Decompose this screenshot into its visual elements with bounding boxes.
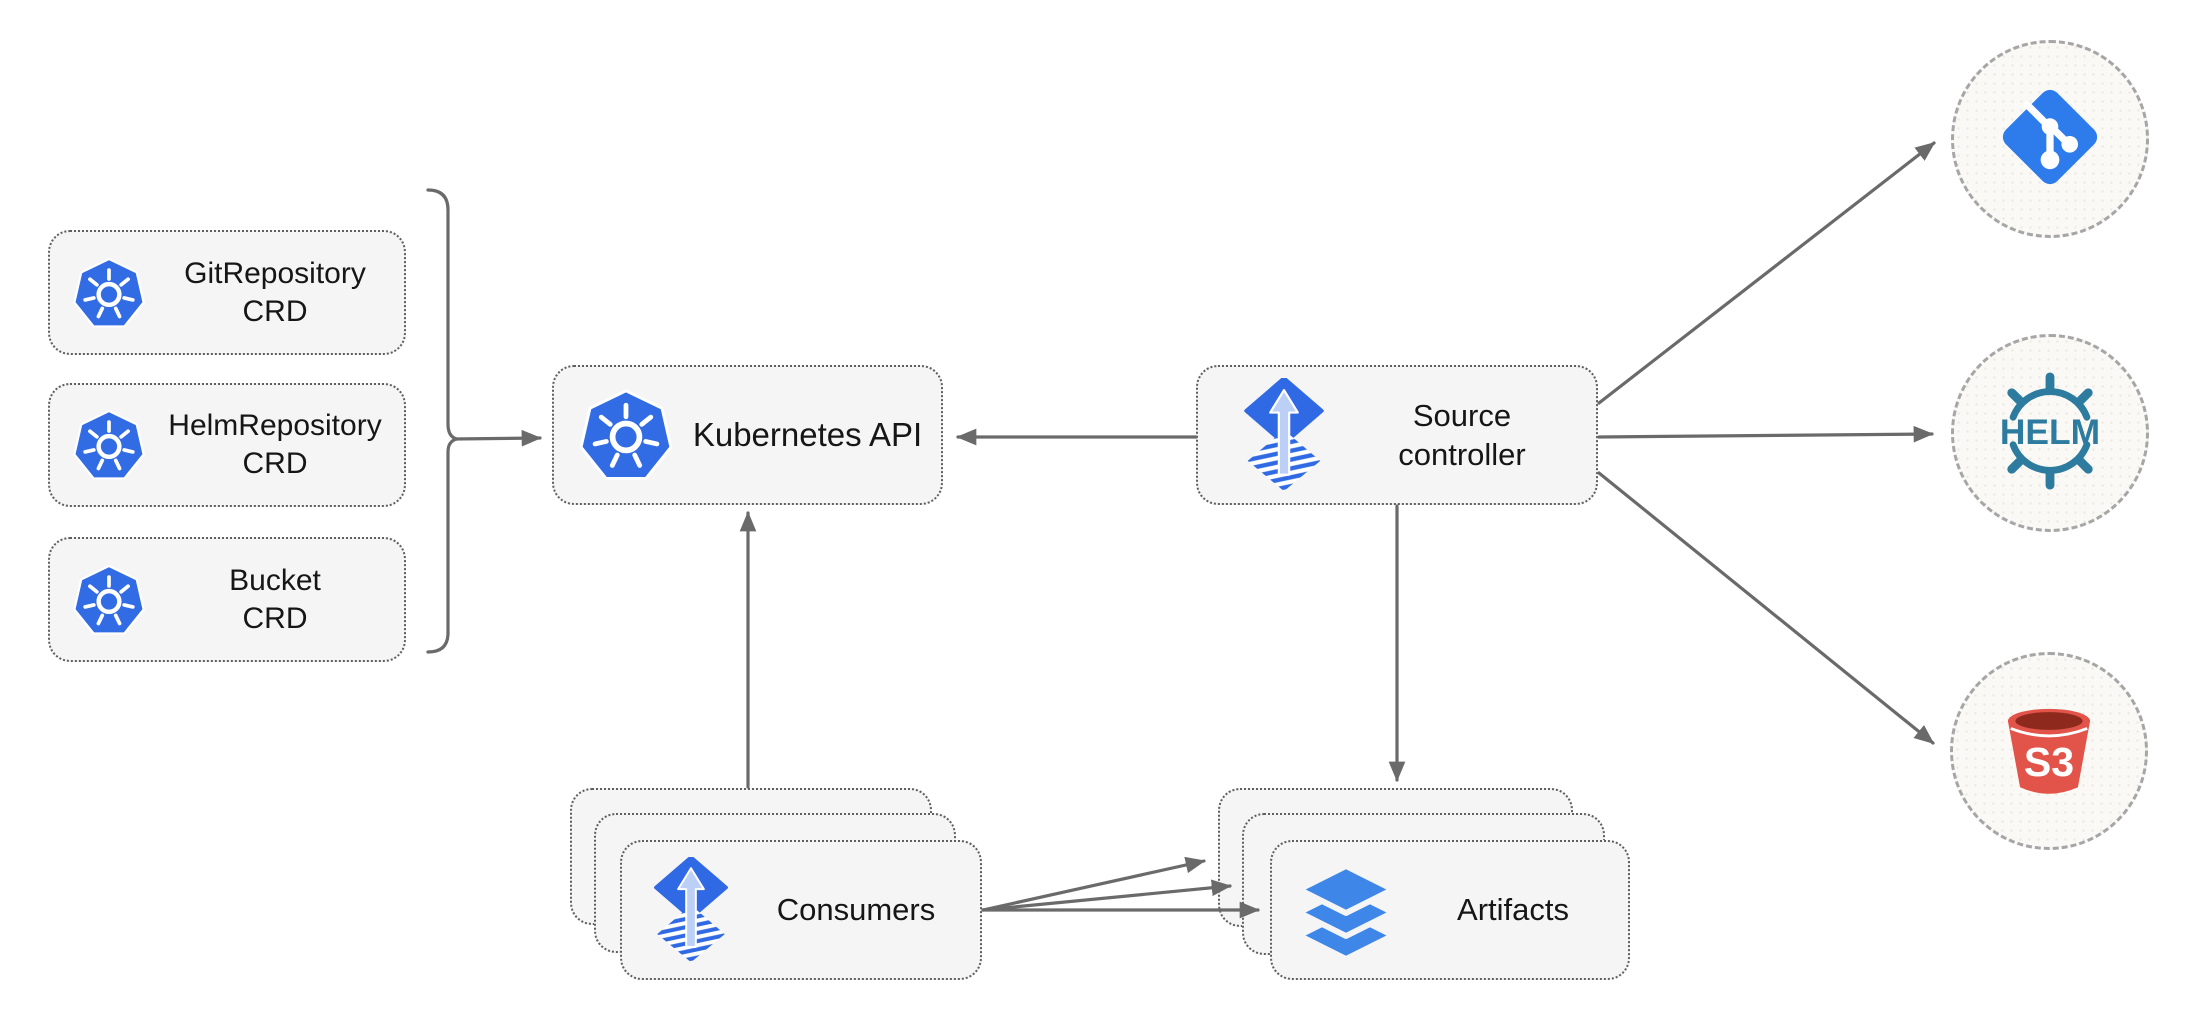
external-git-circle: [1951, 40, 2149, 238]
node-consumers: Consumers: [620, 840, 982, 980]
node-gitrepository-crd: GitRepository CRD: [48, 230, 406, 355]
s3-bucket-icon: S3: [1993, 693, 2105, 810]
s3-logo-text: S3: [2024, 739, 2074, 785]
node-source-controller: Source controller: [1196, 365, 1598, 505]
flux-icon: [650, 857, 732, 963]
gitrepository-crd-label: GitRepository CRD: [184, 256, 366, 328]
flux-icon: [1240, 378, 1328, 492]
stack-consumers: Consumers: [570, 788, 982, 980]
kubernetes-wheel-icon: [72, 563, 146, 637]
artifacts-label: Artifacts: [1457, 892, 1569, 928]
node-kubernetes-api: Kubernetes API: [552, 365, 943, 505]
source-controller-label: Source controller: [1398, 397, 1526, 472]
node-bucket-crd: Bucket CRD: [48, 537, 406, 662]
git-icon: [1996, 83, 2104, 196]
node-artifacts: Artifacts: [1270, 840, 1630, 980]
kubernetes-wheel-icon: [578, 387, 674, 483]
kubernetes-api-label: Kubernetes API: [692, 416, 923, 454]
stack-artifacts: Artifacts: [1218, 788, 1630, 980]
bucket-crd-label: Bucket CRD: [229, 563, 321, 635]
kubernetes-wheel-icon: [72, 256, 146, 330]
external-s3-circle: S3: [1950, 652, 2148, 850]
helmrepository-crd-label: HelmRepository CRD: [168, 409, 382, 480]
external-helm-circle: HELM: [1951, 334, 2149, 532]
helm-logo-text: HELM: [2000, 411, 2100, 451]
kubernetes-wheel-icon: [72, 408, 146, 482]
node-helmrepository-crd: HelmRepository CRD: [48, 383, 406, 507]
layers-icon: [1294, 860, 1398, 960]
helm-wheel-icon: HELM: [1991, 371, 2109, 495]
consumers-label: Consumers: [776, 892, 936, 928]
